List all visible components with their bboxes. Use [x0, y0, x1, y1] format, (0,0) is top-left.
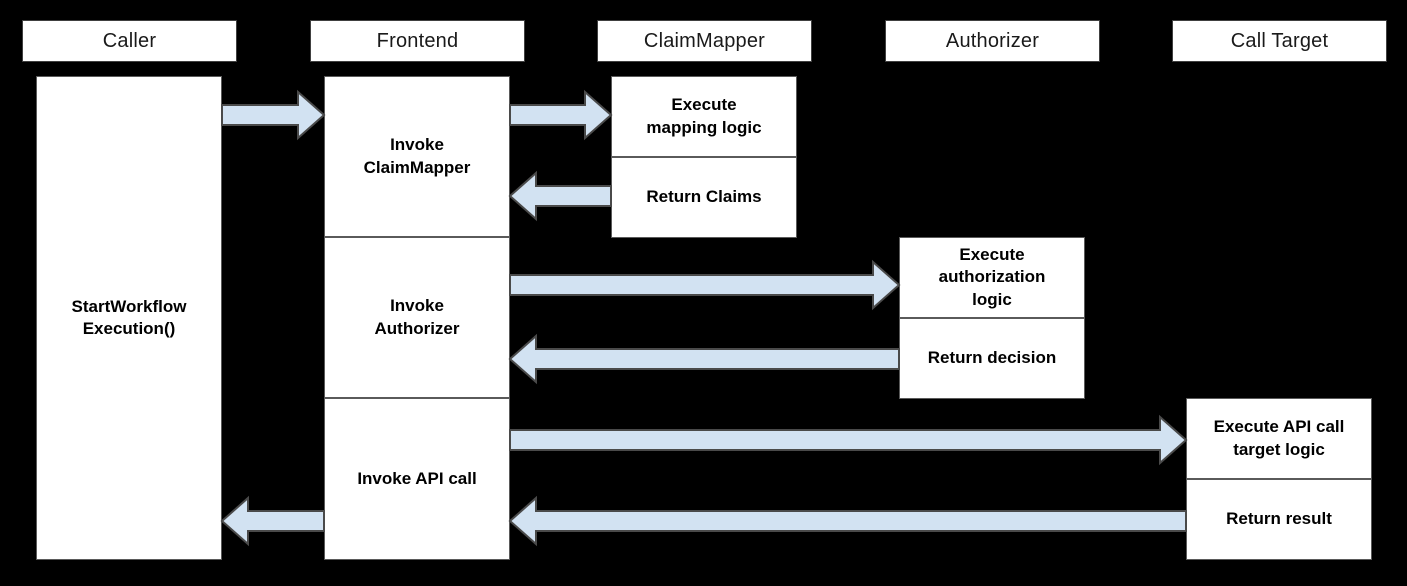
message-arrow-frontend-to-authorizer [509, 259, 901, 311]
activation-label-frontend-api: Invoke API call [357, 468, 477, 488]
lifeline-header-caller: Caller [22, 20, 237, 62]
lifeline-header-claimmapper: ClaimMapper [597, 20, 812, 62]
message-arrow-calltarget-to-frontend [508, 495, 1187, 547]
message-arrow-claimmapper-to-frontend [508, 170, 612, 222]
message-arrow-authorizer-to-frontend [508, 333, 900, 385]
activation-label-target-return: Return result [1226, 509, 1332, 529]
activation-caller-main: StartWorkflow Execution() [36, 76, 222, 560]
lifeline-header-frontend: Frontend [310, 20, 525, 62]
lifeline-header-calltarget: Call Target [1172, 20, 1387, 62]
activation-label-frontend-mapper: Invoke ClaimMapper [363, 135, 471, 177]
activation-label-mapper-return: Return Claims [646, 187, 762, 207]
activation-authorizer-return: Return decision [899, 318, 1085, 399]
message-arrow-frontend-to-caller [220, 495, 325, 547]
activation-label-authorizer-execute: Execute authorization logic [938, 244, 1046, 309]
activation-label-frontend-auth: Invoke Authorizer [374, 296, 460, 338]
activation-frontend-api: Invoke API call [324, 398, 510, 560]
activation-mapper-execute: Execute mapping logic [611, 76, 797, 157]
activation-mapper-return: Return Claims [611, 157, 797, 238]
activation-label-caller-main: StartWorkflow Execution() [71, 296, 187, 338]
message-arrow-frontend-to-claimmapper [509, 89, 613, 141]
activation-frontend-mapper: Invoke ClaimMapper [324, 76, 510, 237]
activation-label-target-execute: Execute API call target logic [1213, 417, 1345, 459]
message-arrow-frontend-to-calltarget [509, 414, 1188, 466]
activation-label-authorizer-return: Return decision [927, 348, 1057, 368]
lifeline-header-authorizer: Authorizer [885, 20, 1100, 62]
activation-target-execute: Execute API call target logic [1186, 398, 1372, 479]
activation-label-mapper-execute: Execute mapping logic [646, 95, 762, 137]
activation-target-return: Return result [1186, 479, 1372, 560]
activation-authorizer-execute: Execute authorization logic [899, 237, 1085, 318]
activation-frontend-auth: Invoke Authorizer [324, 237, 510, 398]
message-arrow-caller-to-frontend [221, 89, 326, 141]
